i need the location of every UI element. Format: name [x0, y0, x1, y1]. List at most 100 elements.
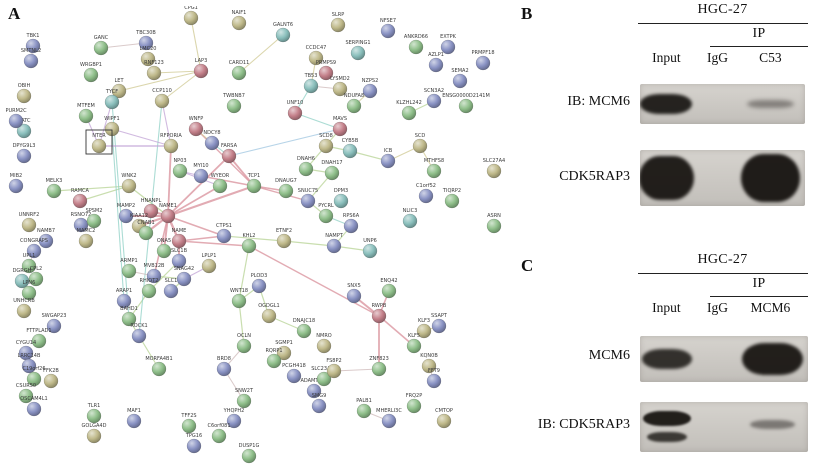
- network-node-label: CYGU14: [16, 340, 36, 346]
- network-node: [226, 98, 242, 114]
- network-node: [261, 308, 277, 324]
- wb-band: [740, 154, 801, 202]
- network-node: [475, 55, 491, 71]
- network-node: [306, 383, 322, 399]
- network-node: [231, 65, 247, 81]
- network-node-label: RFPORIA: [160, 133, 182, 139]
- lane-label-igg: IgG: [707, 50, 729, 65]
- network-node-label: UNF10: [287, 100, 304, 106]
- network-node-label: DNAUG7: [275, 178, 297, 184]
- network-node: [287, 105, 303, 121]
- network-node: [275, 27, 291, 43]
- network-node: [78, 233, 94, 249]
- network-node: [362, 243, 378, 259]
- network-node-label: LMC20: [140, 46, 157, 52]
- network-node-label: CYB5B: [342, 138, 359, 144]
- network-node-label: FTTPLAD1: [26, 328, 51, 334]
- network-edge: [79, 185, 130, 202]
- network-node-label: OCLN: [237, 333, 251, 339]
- network-node: [21, 358, 37, 374]
- network-node-label: PRMPS9: [316, 60, 336, 66]
- network-edge: [167, 145, 172, 217]
- highlighted-node-box: [85, 129, 113, 155]
- network-edge: [100, 42, 147, 49]
- network-node-label: FRQ2P: [406, 393, 422, 399]
- network-node-label: MTFEM: [77, 103, 95, 109]
- network-node-label: MELK3: [46, 178, 63, 184]
- network-edge: [238, 245, 250, 302]
- network-node: [231, 293, 247, 309]
- network-node: [86, 428, 102, 444]
- network-node: [154, 93, 170, 109]
- network-node: [318, 138, 334, 154]
- network-node: [193, 63, 209, 79]
- lane-label-igg-c: IgG: [707, 300, 729, 315]
- network-node-label: GANC: [94, 35, 109, 41]
- network-edge: [167, 185, 255, 217]
- network-node-label: PALB1: [356, 398, 372, 404]
- network-node: [444, 193, 460, 209]
- wb-band: [742, 342, 803, 376]
- network-node: [406, 398, 422, 414]
- network-node-label: TCP1: [247, 173, 260, 179]
- network-node-label: AZLP1: [428, 52, 444, 58]
- network-edge: [238, 34, 284, 74]
- network-node: [211, 428, 227, 444]
- network-node: [452, 73, 468, 89]
- lane-label-input-c: Input: [652, 300, 681, 315]
- network-node-label: ASRN: [487, 213, 501, 219]
- network-node-label: SMG9: [312, 393, 327, 399]
- network-node: [381, 413, 397, 429]
- network-node-label: DPYG9L3: [13, 143, 36, 149]
- network-node: [16, 123, 32, 139]
- network-node-label: PLOD3: [251, 273, 268, 279]
- network-node-label: UNHCRB: [13, 298, 35, 304]
- network-node-label: NLIC3: [403, 208, 418, 214]
- network-node: [316, 371, 332, 387]
- network-node: [26, 371, 42, 387]
- network-node: [186, 438, 202, 454]
- network-node-label: SERPING1: [345, 40, 370, 46]
- network-node: [26, 401, 42, 417]
- blot-label-ib-mcm6: IB: MCM6: [567, 94, 630, 109]
- network-node: [126, 413, 142, 429]
- network-node-label: NAME: [172, 228, 187, 234]
- network-edge: [238, 300, 245, 347]
- network-node-label: CCDC47: [306, 45, 327, 51]
- network-node-label: RHIOT2: [140, 278, 159, 284]
- ip-rule-c: [710, 296, 808, 298]
- network-node: [362, 83, 378, 99]
- network-node-label: KLF3: [418, 318, 430, 324]
- network-node: [318, 208, 334, 224]
- lane-labels-c: Input IgG MCM6: [640, 300, 805, 318]
- network-node: [86, 408, 102, 424]
- network-node: [193, 168, 209, 184]
- network-node-label: SLRP: [332, 12, 344, 18]
- network-node: [73, 217, 89, 233]
- network-node-label: NAMPT: [325, 233, 343, 239]
- network-node-label: MIB2: [10, 173, 22, 179]
- network-node-label: ROCK1: [130, 323, 147, 329]
- network-node: [21, 217, 37, 233]
- network-node-label: LET: [115, 78, 125, 84]
- network-node: [91, 138, 107, 154]
- network-node-label: CSUR50: [16, 383, 36, 389]
- network-node: [28, 271, 44, 287]
- network-node-label: SCD8: [319, 133, 333, 139]
- ppi-network: CPG1TBK1SMTNL2GANCTBC30BLMC20NAIF1GALNT6…: [6, 6, 505, 464]
- network-node: [486, 218, 502, 234]
- network-node: [163, 138, 179, 154]
- header-rule-c: [638, 273, 808, 275]
- network-node-label: TB53: [304, 73, 318, 79]
- network-node: [346, 98, 362, 114]
- network-node: [431, 318, 447, 334]
- network-node: [350, 45, 366, 61]
- network-node-label: CPG1: [184, 6, 198, 11]
- network-node: [138, 225, 154, 241]
- network-node: [216, 228, 232, 244]
- network-node: [72, 193, 88, 209]
- network-node-label: LPLP1: [202, 253, 217, 259]
- network-node-label: TFF2S: [180, 413, 196, 419]
- network-node: [26, 243, 42, 259]
- network-node-label: EXTPK: [440, 34, 457, 40]
